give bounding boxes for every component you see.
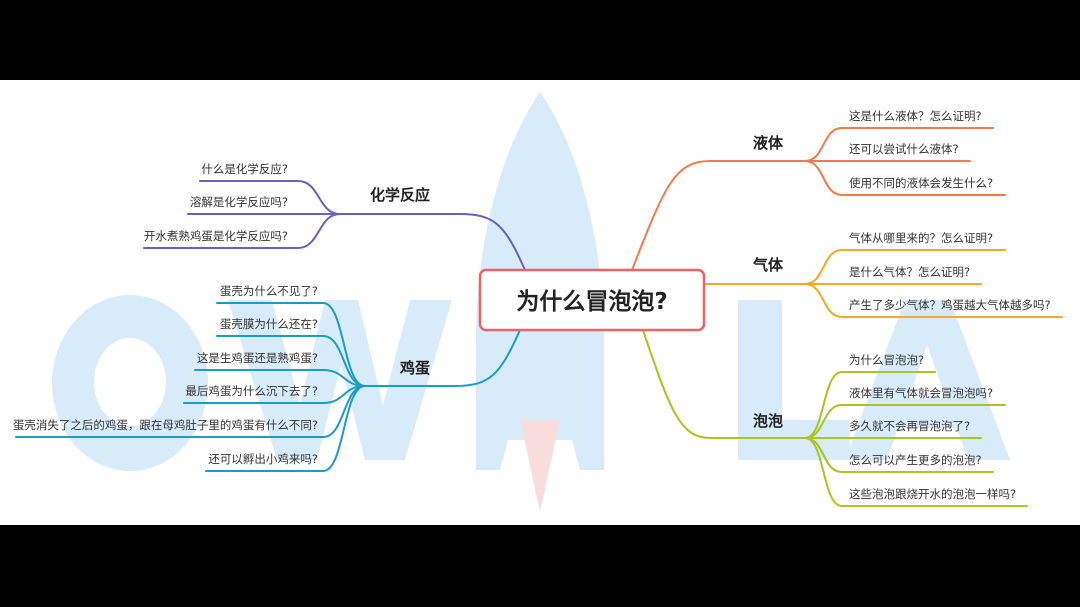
child-line <box>216 302 366 387</box>
child-line <box>143 213 341 249</box>
topic-gas[interactable]: 气体 <box>752 256 784 274</box>
child-line <box>804 160 1006 196</box>
child-node[interactable]: 溶解是化学反应吗? <box>190 195 288 209</box>
child-line <box>804 404 1006 439</box>
watermark-letter-w-shape <box>228 300 452 460</box>
child-node[interactable]: 这是生鸡蛋还是熟鸡蛋? <box>197 351 318 365</box>
branch-line-bubble <box>642 329 806 439</box>
child-line <box>199 180 341 215</box>
child-line <box>216 335 366 387</box>
watermark-letter-a-shape <box>845 300 1010 460</box>
mindmap: 为什么冒泡泡? 化学反应 鸡蛋 液体 气体 泡泡 这是什么液体？怎么证明? 还可以… <box>13 92 1063 512</box>
child-node[interactable]: 还可以尝试什么液体? <box>849 142 959 156</box>
child-node[interactable]: 开水煮熟鸡蛋是化学反应吗? <box>144 229 288 243</box>
letterbox-bottom <box>0 525 1080 607</box>
child-line <box>804 437 1028 507</box>
child-node[interactable]: 产生了多少气体？鸡蛋越大气体越多吗? <box>849 298 1051 312</box>
child-node[interactable]: 使用不同的液体会发生什么? <box>849 176 993 190</box>
letterbox-top <box>0 0 1080 80</box>
central-topic[interactable] <box>478 268 706 332</box>
child-line <box>804 283 1063 318</box>
child-node[interactable]: 蛋壳为什么不见了? <box>220 284 318 298</box>
child-node[interactable]: 这是什么液体？怎么证明? <box>849 109 982 123</box>
child-node[interactable]: 是什么气体？怎么证明? <box>849 265 970 279</box>
child-line <box>205 385 366 472</box>
child-node[interactable]: 最后鸡蛋为什么沉下去了? <box>185 384 318 398</box>
watermark-letter-l-shape <box>738 300 850 460</box>
topic-egg[interactable]: 鸡蛋 <box>399 359 430 377</box>
child-node[interactable]: 气体从哪里来的？怎么证明? <box>849 231 993 245</box>
branch-line-liquid <box>631 160 806 271</box>
child-node[interactable]: 怎么可以产生更多的泡泡? <box>849 453 982 467</box>
watermark-letter-o-shape <box>52 295 209 471</box>
child-line <box>804 249 1006 285</box>
child-line <box>804 127 994 162</box>
mindmap-canvas: 为什么冒泡泡? 化学反应 鸡蛋 液体 气体 泡泡 这是什么液体？怎么证明? 还可以… <box>0 80 1080 525</box>
child-node[interactable]: 什么是化学反应? <box>201 162 288 176</box>
child-node[interactable]: 蛋壳膜为什么还在? <box>220 317 318 331</box>
central-topic-label: 为什么冒泡泡? <box>516 288 667 315</box>
child-node[interactable]: 液体里有气体就会冒泡泡吗? <box>849 386 993 400</box>
branch-line-egg <box>364 329 521 387</box>
branch-line-chemical-reaction <box>339 213 526 271</box>
topic-bubble[interactable]: 泡泡 <box>753 412 783 430</box>
rocket-flame-icon <box>520 420 560 512</box>
child-line <box>804 371 936 439</box>
child-node[interactable]: 多久就不会再冒泡泡了? <box>849 419 970 433</box>
child-node[interactable]: 还可以孵出小鸡来吗? <box>208 452 318 466</box>
child-node[interactable]: 蛋壳消失了之后的鸡蛋，跟在母鸡肚子里的鸡蛋有什么不同? <box>13 418 318 432</box>
child-line <box>194 369 366 387</box>
child-node[interactable]: 这些泡泡跟烧开水的泡泡一样吗? <box>849 487 1016 501</box>
topic-liquid[interactable]: 液体 <box>753 134 784 152</box>
topic-chemical-reaction[interactable]: 化学反应 <box>370 186 430 204</box>
child-node[interactable]: 为什么冒泡泡? <box>849 353 924 367</box>
